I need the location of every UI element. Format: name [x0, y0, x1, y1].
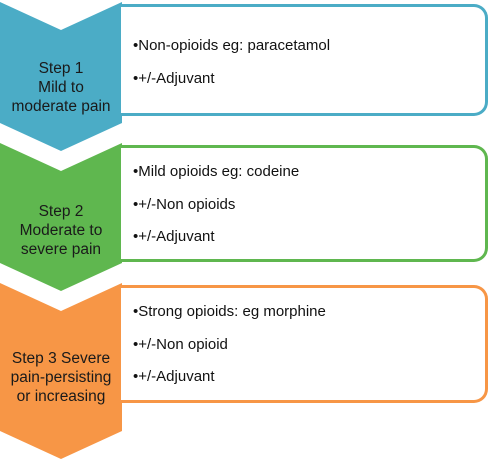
step-3-bullet-2: •+/-Non opioid — [133, 335, 228, 353]
step-1-chevron — [0, 2, 122, 151]
step-2-bullets: •Mild opioids eg: codeine •+/-Non opioid… — [133, 163, 299, 261]
step-3-chevron-shape — [0, 283, 122, 459]
step-2-bullet-3: •+/-Adjuvant — [133, 228, 215, 245]
step-2-bullet-1: •Mild opioids eg: codeine — [133, 163, 300, 180]
step-1-box: •Non-opioids eg: paracetamol •+/-Adjuvan… — [121, 4, 488, 116]
step-3-bullet-3: •+/-Adjuvant — [133, 368, 215, 385]
step-2-bullet-2: •+/-Non opioids — [133, 195, 236, 213]
step-1-bullets: •Non-opioids eg: paracetamol •+/-Adjuvan… — [133, 37, 330, 102]
step-3-box: •Strong opioids: eg morphine •+/-Non opi… — [121, 285, 488, 403]
step-2-label-line-2: Moderate to — [19, 222, 103, 239]
step-1-chevron-shape — [0, 2, 122, 151]
step-1-label-line-1: Step 1 — [38, 60, 84, 77]
step-3-bullets: •Strong opioids: eg morphine •+/-Non opi… — [133, 303, 326, 401]
step-3-label: Step 3 Severe pain-persisting or increas… — [0, 349, 122, 406]
step-1-bullet-2: •+/-Adjuvant — [133, 69, 215, 87]
step-3-label-line-3: or increasing — [16, 388, 106, 405]
step-3-label-line-2: pain-persisting — [10, 369, 112, 386]
step-2-label-line-1: Step 2 — [38, 203, 84, 220]
step-1-bullet-1: •Non-opioids eg: paracetamol — [133, 37, 331, 54]
step-1-label-line-2: Mild to — [38, 79, 84, 96]
step-2-chevron-shape — [0, 143, 122, 291]
step-2-chevron — [0, 143, 122, 291]
step-3-chevron — [0, 283, 122, 459]
step-2-box: •Mild opioids eg: codeine •+/-Non opioid… — [121, 145, 488, 262]
step-3-bullet-1: •Strong opioids: eg morphine — [133, 303, 326, 320]
step-3-label-line-1: Step 3 Severe — [11, 350, 111, 367]
step-2-label-line-3: severe pain — [20, 241, 102, 258]
step-1-label: Step 1 Mild to moderate pain — [0, 59, 122, 116]
step-1-label-line-3: moderate pain — [11, 98, 111, 115]
step-2-label: Step 2 Moderate to severe pain — [0, 202, 122, 259]
